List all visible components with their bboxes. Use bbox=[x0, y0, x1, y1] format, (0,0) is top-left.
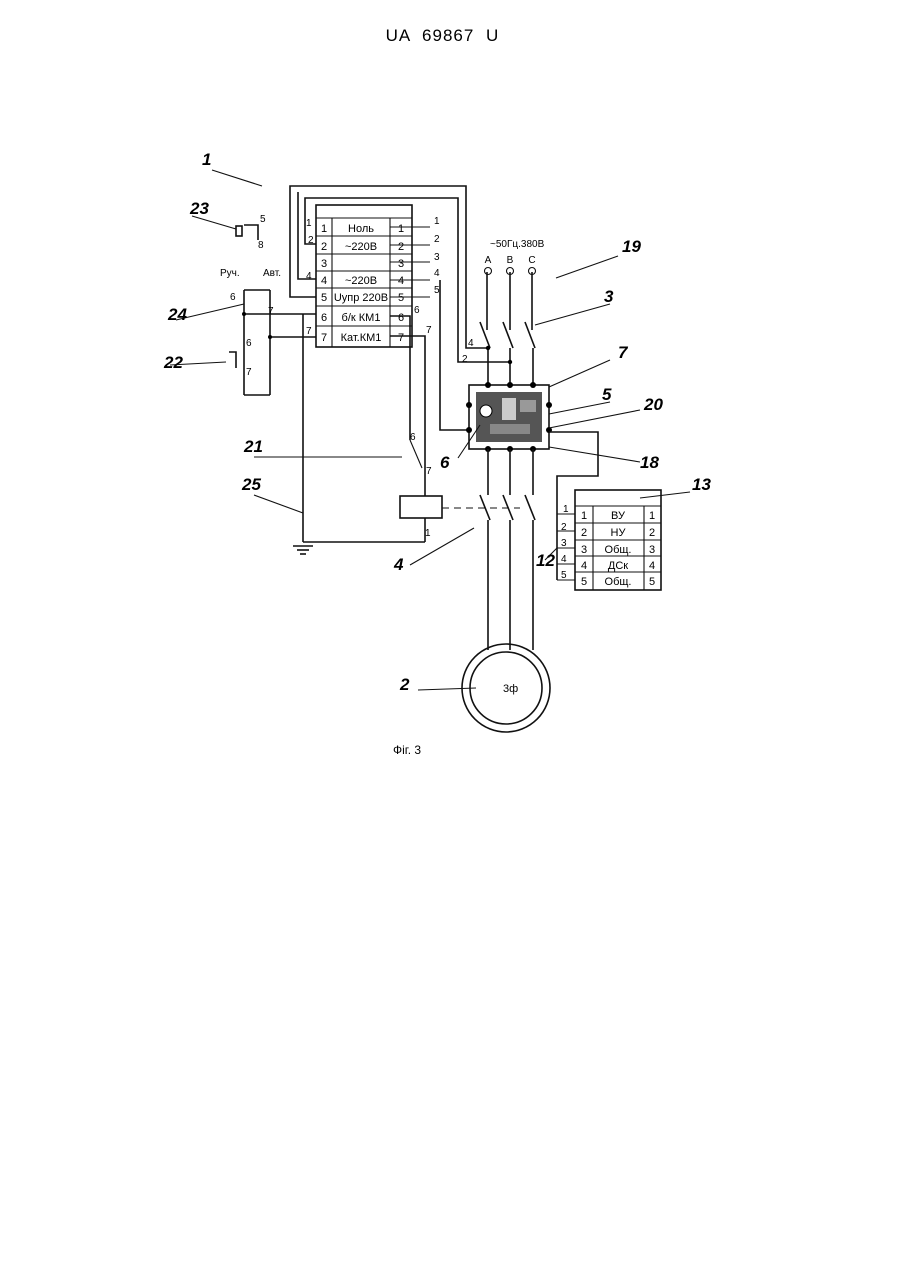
terminal-right-number: 4 bbox=[398, 275, 404, 287]
wire-number: 4 bbox=[561, 554, 567, 565]
signal-right-number: 5 bbox=[649, 576, 655, 588]
reference-numeral: 21 bbox=[243, 437, 263, 456]
wire-number: 1 bbox=[425, 528, 431, 539]
terminal-name: Uупр 220В bbox=[334, 292, 388, 304]
supply-label: ~50Гц.380В bbox=[490, 239, 545, 250]
wire-number: 4 bbox=[468, 338, 474, 349]
wire-number: 6 bbox=[246, 338, 252, 349]
signal-left-number: 5 bbox=[581, 576, 587, 588]
terminal-name: ~220В bbox=[345, 241, 377, 253]
signal-right-number: 2 bbox=[649, 527, 655, 539]
wire-number: 5 bbox=[434, 285, 440, 296]
terminal-right-number: 6 bbox=[398, 312, 404, 324]
terminal-right-number: 2 bbox=[398, 241, 404, 253]
wire-number: 5 bbox=[561, 570, 567, 581]
terminal-right-number: 1 bbox=[398, 223, 404, 235]
signal-left-number: 1 bbox=[581, 510, 587, 522]
terminal-left-number: 1 bbox=[321, 223, 327, 235]
reference-numeral: 6 bbox=[440, 453, 450, 472]
reference-numeral: 13 bbox=[692, 475, 711, 494]
terminal-left-number: 3 bbox=[321, 258, 327, 270]
reference-numeral: 12 bbox=[536, 551, 555, 570]
reference-numeral: 22 bbox=[163, 353, 183, 372]
reference-numeral: 25 bbox=[241, 475, 261, 494]
wire-number: 1 bbox=[563, 504, 569, 515]
signal-name: НУ bbox=[611, 527, 627, 539]
phase-terminal-icon bbox=[485, 268, 492, 275]
wire-number: 2 bbox=[434, 234, 440, 245]
reference-numeral: 20 bbox=[643, 395, 663, 414]
phase-label: A bbox=[485, 255, 492, 266]
reference-numeral: 24 bbox=[167, 305, 187, 324]
reference-numeral: 5 bbox=[602, 385, 612, 404]
signal-name: Общ. bbox=[605, 544, 632, 556]
terminal-name: ~220В bbox=[345, 275, 377, 287]
wire-number: 2 bbox=[308, 235, 314, 246]
reference-numeral: 1 bbox=[202, 150, 211, 169]
phase-label: B bbox=[507, 255, 514, 266]
wire-number: 8 bbox=[258, 240, 264, 251]
wire-number: 4 bbox=[306, 271, 312, 282]
phase-label: C bbox=[528, 255, 535, 266]
terminal-left-number: 7 bbox=[321, 332, 327, 344]
wire-number: 6 bbox=[414, 305, 420, 316]
wire-number: 4 bbox=[434, 268, 440, 279]
signal-name: ВУ bbox=[611, 510, 626, 522]
wire-number: 1 bbox=[306, 218, 312, 229]
terminal-left-number: 6 bbox=[321, 312, 327, 324]
wire-number: 7 bbox=[426, 325, 432, 336]
signal-block: 1ВУ12НУ23Общ.34ДСк45Общ.5 bbox=[575, 490, 661, 590]
terminal-left-number: 5 bbox=[321, 292, 327, 304]
signal-name: Общ. bbox=[605, 576, 632, 588]
wire-number: 7 bbox=[268, 306, 274, 317]
motor-label: 3ф bbox=[503, 683, 518, 695]
wire-number: 6 bbox=[410, 432, 416, 443]
wire-number: 3 bbox=[434, 252, 440, 263]
signal-left-number: 2 bbox=[581, 527, 587, 539]
signal-left-number: 4 bbox=[581, 560, 587, 572]
reference-numeral: 3 bbox=[604, 287, 614, 306]
reference-numeral: 23 bbox=[189, 199, 209, 218]
signal-right-number: 1 bbox=[649, 510, 655, 522]
switch-auto-label: Авт. bbox=[263, 268, 281, 279]
reference-numeral: 19 bbox=[622, 237, 641, 256]
figure-caption: Фіг. 3 bbox=[393, 743, 421, 757]
wire-number: 7 bbox=[246, 367, 252, 378]
terminal-right-number: 5 bbox=[398, 292, 404, 304]
terminal-right-number: 3 bbox=[398, 258, 404, 270]
terminal-block: 1 Ноль 1 2 ~220В 2 3 3 4 ~220В 4 5 Uупр 220В 5 6 б/к КМ… bbox=[316, 205, 412, 347]
terminal-left-number: 4 bbox=[321, 275, 327, 287]
wire-number: 7 bbox=[426, 466, 432, 477]
reference-numeral: 2 bbox=[399, 675, 410, 694]
switch-manual-label: Руч. bbox=[220, 268, 240, 279]
reference-numeral: 18 bbox=[640, 453, 659, 472]
terminal-name: б/к КМ1 bbox=[342, 312, 381, 324]
wire-number: 6 bbox=[230, 292, 236, 303]
wire-number: 7 bbox=[306, 326, 312, 337]
wire-number: 2 bbox=[462, 354, 468, 365]
terminal-right-number: 7 bbox=[398, 332, 404, 344]
wire-number: 2 bbox=[561, 522, 567, 533]
signal-right-number: 4 bbox=[649, 560, 655, 572]
terminal-name: Ноль bbox=[348, 223, 374, 235]
wire-number: 1 bbox=[434, 216, 440, 227]
reference-numeral: 4 bbox=[393, 555, 404, 574]
signal-name: ДСк bbox=[608, 560, 628, 572]
terminal-name: Кат.КМ1 bbox=[341, 332, 382, 344]
signal-right-number: 3 bbox=[649, 544, 655, 556]
wire-number: 3 bbox=[561, 538, 567, 549]
terminal-left-number: 2 bbox=[321, 241, 327, 253]
signal-left-number: 3 bbox=[581, 544, 587, 556]
reference-numeral: 7 bbox=[618, 343, 629, 362]
wire-number: 5 bbox=[260, 214, 266, 225]
